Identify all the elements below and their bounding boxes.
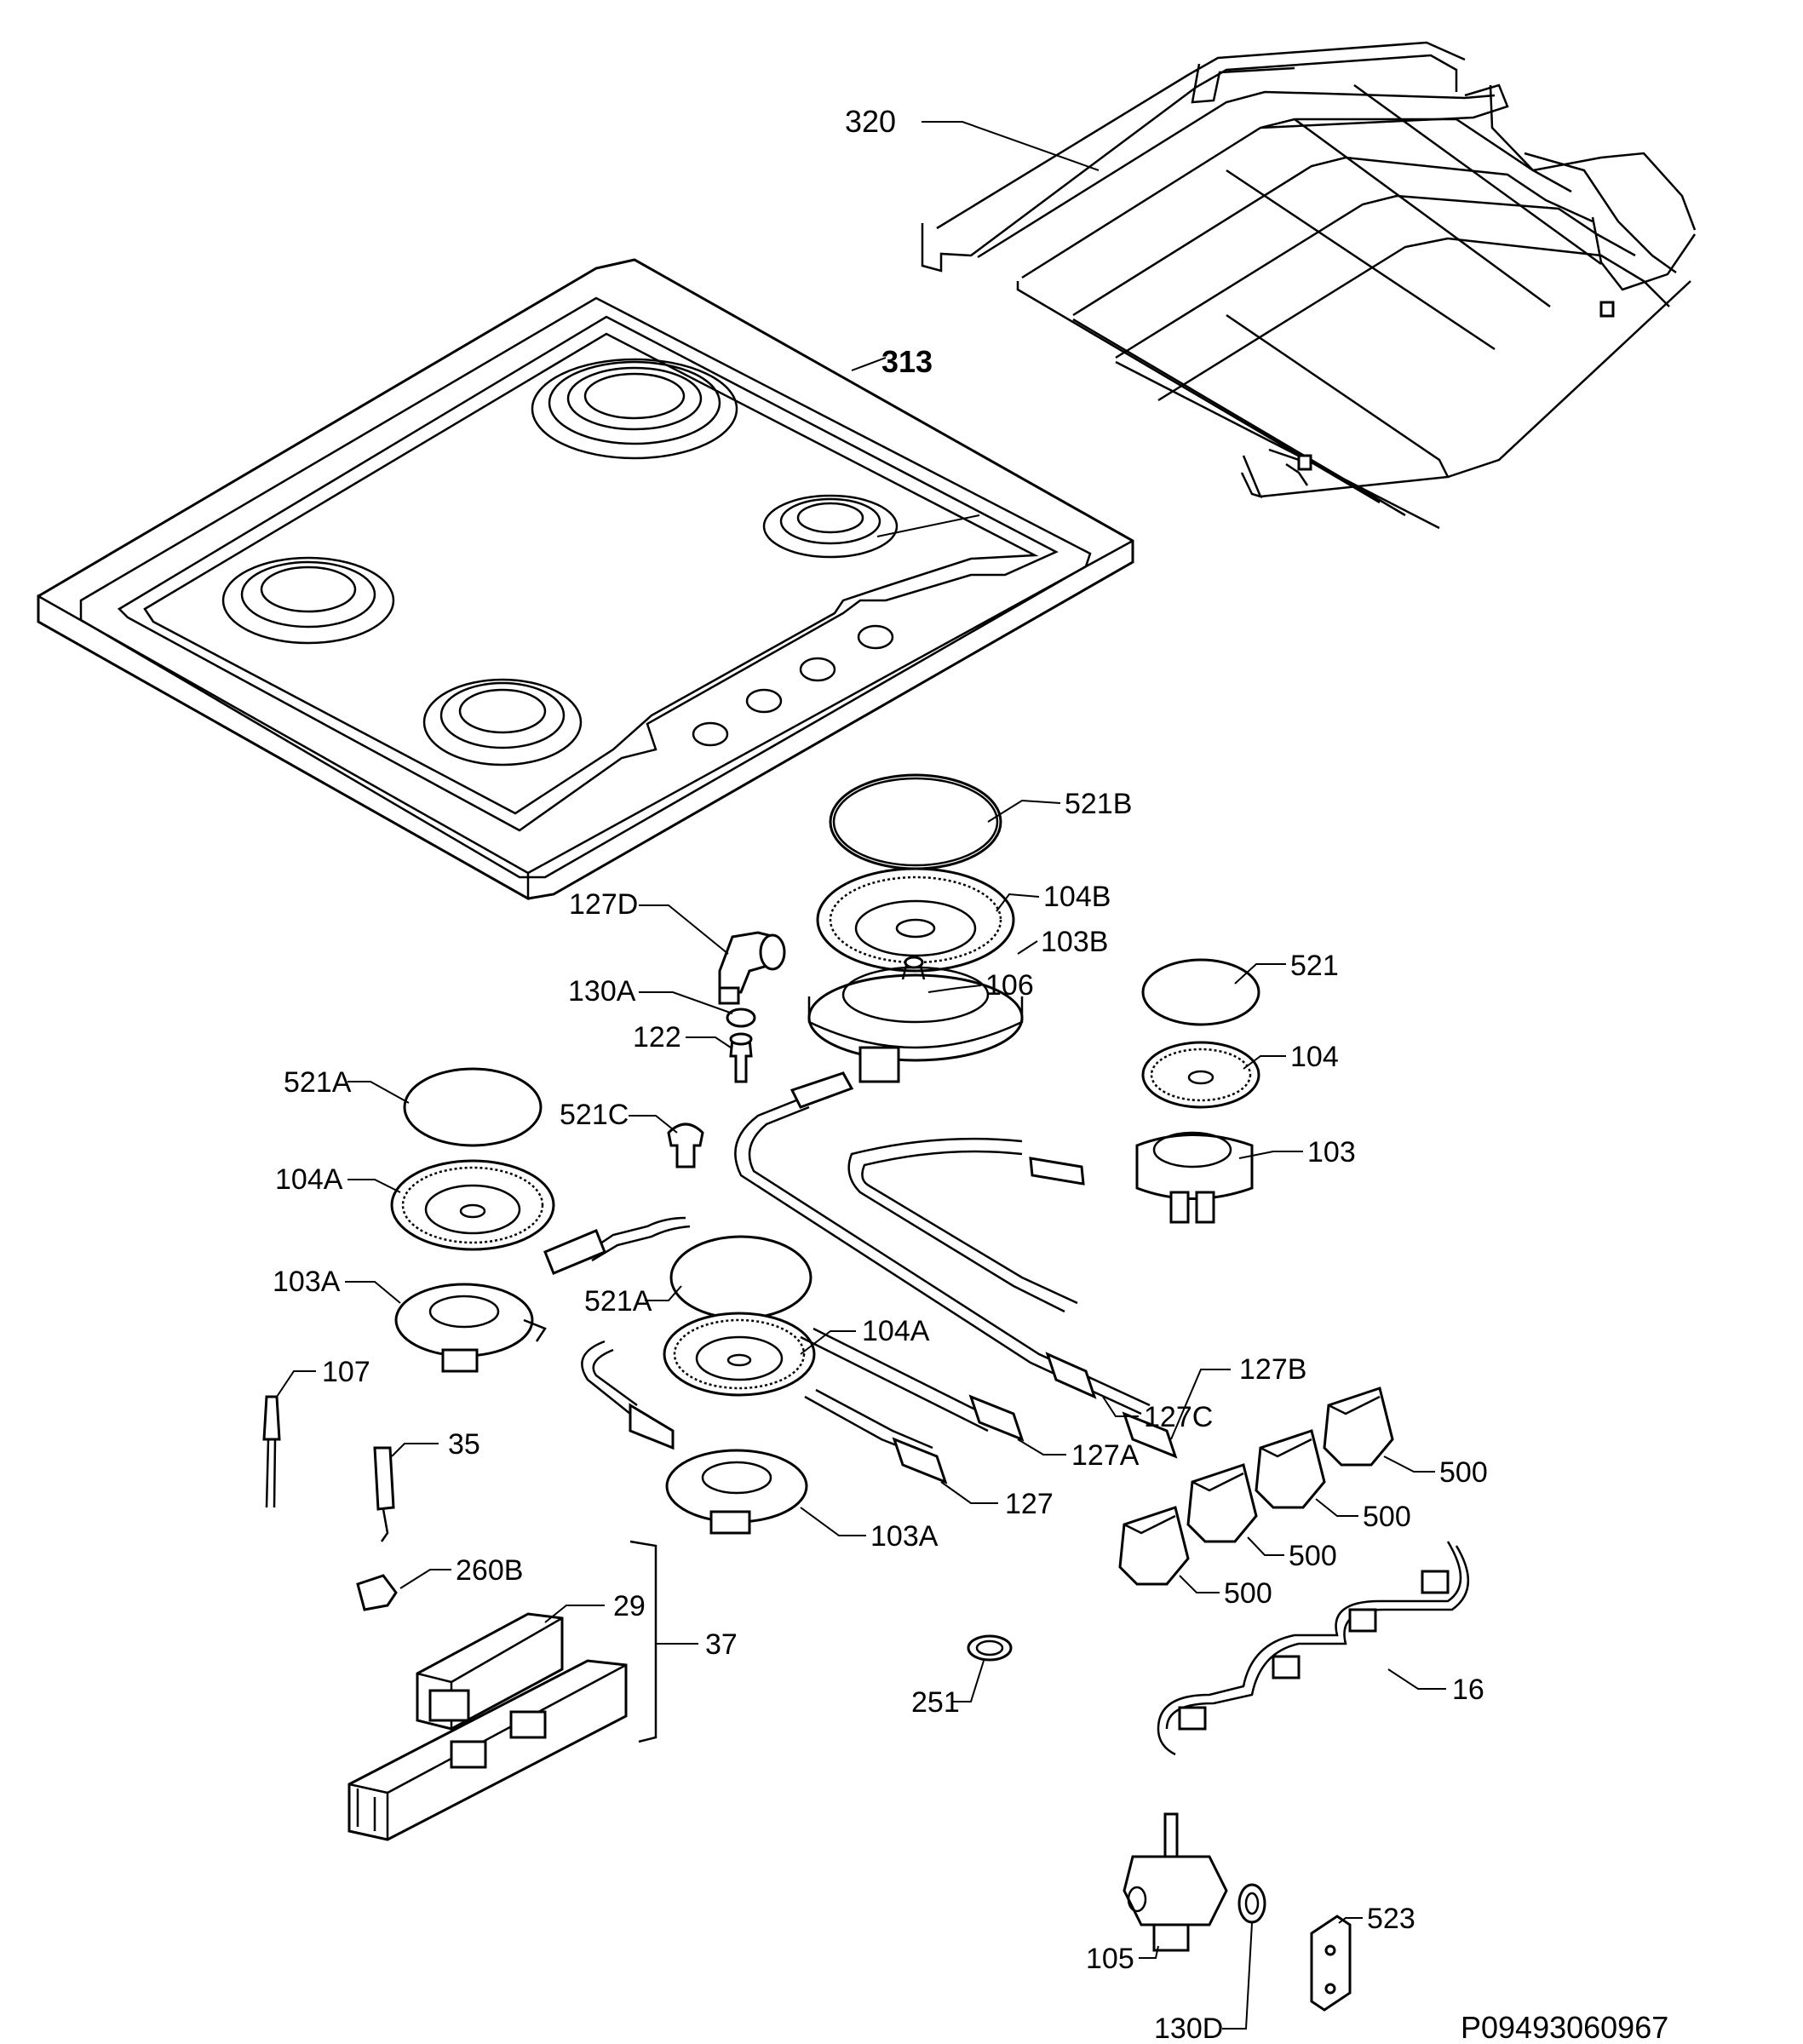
gas-tap-105 [1123,1812,1228,1952]
label-127: 127 [1005,1488,1054,1520]
clip-260B [356,1574,398,1611]
label-500-1: 500 [1439,1456,1488,1489]
label-130A: 130A [568,975,636,1008]
label-37: 37 [705,1628,738,1661]
grommet-251 [967,1634,1013,1662]
burner-cap-521A-front [669,1235,812,1320]
label-103A-2: 103A [870,1520,939,1553]
label-122: 122 [633,1021,681,1054]
knob-500-a [1323,1387,1394,1467]
burner-body-103B [807,956,1024,1083]
bracket-37 [629,1540,657,1743]
burner-cap-521B [829,773,1002,870]
burner-ring-rear-right [531,358,738,460]
label-127A: 127A [1071,1439,1140,1472]
ignition-generator-37 [347,1659,628,1841]
label-320: 320 [845,104,896,139]
leader-lines [276,121,1446,2030]
label-107: 107 [322,1356,370,1388]
thermocouple-107 [262,1395,281,1508]
injector-122 [729,1032,753,1083]
burner-assembly-left [390,1067,555,1373]
label-104A-2: 104A [862,1315,930,1347]
part-labels: 320 313 521B 104B 103B 106 127D 130A 122… [273,104,1668,2044]
label-521A-2: 521A [584,1285,652,1318]
burner-body-103 [1135,1131,1254,1224]
label-16: 16 [1452,1674,1484,1706]
label-29: 29 [613,1590,646,1622]
label-521B: 521B [1065,788,1132,820]
wiring-harness-16 [1157,1541,1469,1756]
label-313: 313 [881,344,933,379]
diagram-code: P09493060967 [1461,2010,1668,2044]
flame-spreader-104A [390,1159,555,1251]
label-103: 103 [1307,1136,1356,1168]
burner-assembly-front [663,1235,816,1535]
burner-cap-521A [403,1067,543,1147]
label-130D: 130D [1154,2012,1223,2044]
label-105: 105 [1086,1943,1134,1975]
flame-spreader-104 [1141,1041,1260,1109]
knob-500-b [1255,1429,1326,1509]
flame-spreader-104A-front [663,1312,816,1397]
label-521A-1: 521A [284,1066,352,1099]
flame-spreader-104B [816,867,1015,973]
burner-ring-right [762,494,899,559]
knob-500-c [1186,1463,1258,1543]
washer-130D [1237,1883,1266,1924]
ignition-generator-29 [416,1612,564,1731]
label-104: 104 [1290,1041,1339,1073]
label-106: 106 [985,969,1034,1002]
cap-521C [667,1122,704,1168]
gas-pipes [543,1071,1178,1484]
label-251: 251 [911,1686,960,1719]
label-104A-1: 104A [275,1163,343,1196]
burner-ring-front [422,678,583,766]
pan-support-320 [921,41,1697,530]
knob-holes [692,624,894,747]
control-knobs-500 [1118,1387,1394,1586]
hob-top-313 [37,258,1134,901]
elbow-fitting-127D [718,931,786,1005]
bracket-523 [1310,1915,1352,2012]
burner-body-103A-front [665,1449,808,1535]
electrode-35 [373,1446,395,1542]
burner-assembly-small [1135,958,1260,1224]
burner-cap-521 [1141,958,1260,1026]
label-500-3: 500 [1289,1540,1337,1572]
washer-130A [726,1008,756,1028]
label-104B: 104B [1043,881,1111,913]
label-127B: 127B [1239,1353,1306,1386]
label-127D: 127D [569,888,638,921]
label-500-4: 500 [1224,1577,1272,1610]
burner-assembly-large [807,773,1024,1083]
label-523: 523 [1367,1903,1415,1935]
burner-ring-left [221,556,395,645]
label-521C: 521C [560,1099,629,1131]
label-127C: 127C [1144,1401,1213,1433]
knob-500-d [1118,1506,1190,1586]
label-103A-1: 103A [273,1266,341,1298]
burner-body-103A [394,1283,547,1373]
label-521: 521 [1290,950,1339,982]
label-500-2: 500 [1363,1501,1411,1533]
label-103B: 103B [1041,926,1108,958]
label-260B: 260B [456,1554,523,1587]
label-35: 35 [448,1428,480,1461]
